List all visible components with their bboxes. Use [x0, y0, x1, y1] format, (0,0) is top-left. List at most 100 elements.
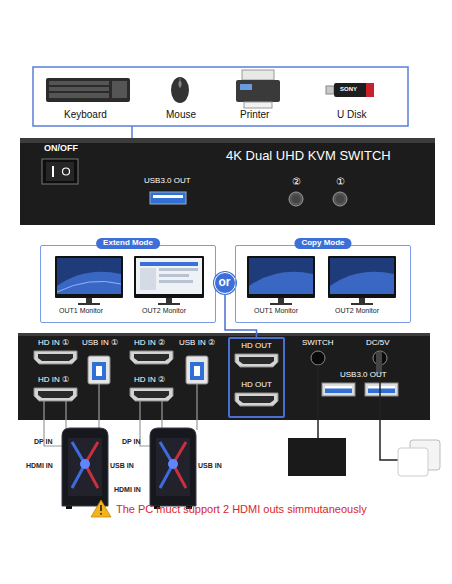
extend-monitors — [158, 303, 180, 305]
power-rocker — [52, 166, 54, 177]
node-text: 4K Dual UHD KVM SWITCH — [226, 149, 391, 163]
front-panel — [20, 138, 435, 143]
power-adapter — [380, 374, 398, 460]
connection-label: USB IN — [110, 462, 134, 470]
extend-monitors — [159, 268, 198, 271]
node-text: ② — [286, 176, 306, 187]
back-panel — [186, 356, 208, 384]
back-panel — [18, 333, 430, 336]
keyboard-icon — [49, 87, 109, 91]
copy-monitors — [247, 256, 315, 298]
select-button: ② — [286, 176, 306, 206]
copy-monitors — [249, 272, 313, 294]
select-buttons — [292, 195, 300, 203]
port-label: HD IN ① — [38, 376, 69, 385]
node-text: or — [215, 276, 234, 289]
extend-monitors — [57, 281, 121, 292]
front-panel — [20, 138, 435, 225]
warning-icon — [91, 500, 111, 517]
warning-icon — [100, 513, 102, 515]
power-adapter — [398, 448, 428, 476]
extend-monitors — [57, 272, 121, 294]
port-symbol — [62, 428, 108, 509]
back-panel — [311, 351, 325, 365]
port-label: HD IN ② — [134, 376, 165, 385]
port-label: SWITCH — [302, 339, 334, 348]
connection-label: DP IN — [122, 438, 141, 446]
power-switch: ON/OFF — [38, 143, 86, 187]
front-usb-port — [150, 192, 186, 204]
warning-icon — [100, 505, 102, 511]
extend-monitors — [159, 280, 193, 283]
remote-switch — [288, 365, 346, 476]
mouse-icon — [179, 81, 182, 87]
connector-line — [225, 294, 257, 337]
pc-cables — [65, 401, 66, 430]
warning-icon — [91, 500, 111, 517]
port-label: DC/5V — [366, 339, 390, 348]
power-adapter — [380, 374, 440, 476]
node-text: ① — [330, 176, 350, 187]
remote-switch — [317, 365, 319, 438]
front-usb-port — [150, 192, 186, 204]
node-text: ON/OFF — [44, 144, 78, 154]
usb-disk-icon — [326, 83, 374, 97]
node-text: OUT2 Monitor — [136, 307, 192, 315]
back-panel — [34, 388, 77, 401]
usb-disk-icon — [366, 83, 374, 97]
power-rocker — [46, 162, 74, 181]
copy-monitors — [328, 256, 396, 298]
printer-icon — [236, 70, 280, 108]
usb-disk-icon — [326, 86, 334, 94]
copy-monitors — [359, 298, 365, 303]
select-buttons — [289, 192, 303, 206]
extend-monitors — [134, 256, 204, 298]
node-text: USB3.0 OUT — [144, 177, 191, 186]
pc-cables — [161, 401, 162, 430]
port-label: USB IN ② — [179, 339, 215, 348]
copy-monitors — [351, 303, 373, 305]
hd-out-group: HD OUT HD OUT — [228, 337, 285, 418]
mouse-icon — [171, 77, 189, 103]
node-text: HD OUT — [230, 342, 283, 351]
connection-label: DP IN — [34, 438, 53, 446]
pc-cables — [98, 384, 99, 430]
printer-icon — [242, 70, 274, 80]
back-panel — [322, 383, 355, 396]
usb-port-front: USB3.0 OUT — [140, 177, 200, 207]
extend-monitors — [140, 262, 198, 266]
node-text: OUT1 Monitor — [53, 307, 109, 315]
peripheral-panel — [33, 67, 408, 126]
copy-monitors — [249, 258, 313, 294]
remote-switch — [288, 438, 346, 476]
mode-heading: Extend Mode — [96, 238, 160, 249]
back-panel — [365, 383, 398, 396]
select-buttons — [336, 195, 344, 203]
keyboard-icon — [46, 78, 130, 102]
copy-monitors — [270, 303, 292, 305]
front-panel-box: 4K Dual UHD KVM SWITCH ON/OFF USB3.0 OUT ② ① — [20, 138, 435, 225]
node-text: HD OUT — [230, 381, 283, 390]
select-buttons — [333, 192, 347, 206]
front-usb-port — [153, 195, 183, 198]
copy-monitors — [330, 258, 394, 294]
keyboard-icon — [112, 81, 127, 98]
extend-monitors — [136, 258, 202, 294]
extend-monitors — [166, 298, 172, 303]
copy-monitors — [247, 256, 396, 305]
back-panel — [34, 351, 77, 364]
select-button: ① — [330, 176, 350, 206]
back-panel — [18, 333, 430, 420]
device-label: U Disk — [337, 109, 366, 120]
back-panel — [130, 351, 173, 364]
port-label: HD IN ① — [38, 339, 69, 348]
printer-icon — [236, 80, 280, 102]
port-label: USB3.0 OUT — [340, 371, 387, 380]
keyboard-icon — [49, 93, 109, 98]
power-rocker — [42, 159, 78, 184]
back-panel — [18, 333, 430, 420]
back-panel — [88, 356, 110, 384]
power-rocker — [42, 159, 78, 184]
or-circle: or — [214, 272, 236, 294]
